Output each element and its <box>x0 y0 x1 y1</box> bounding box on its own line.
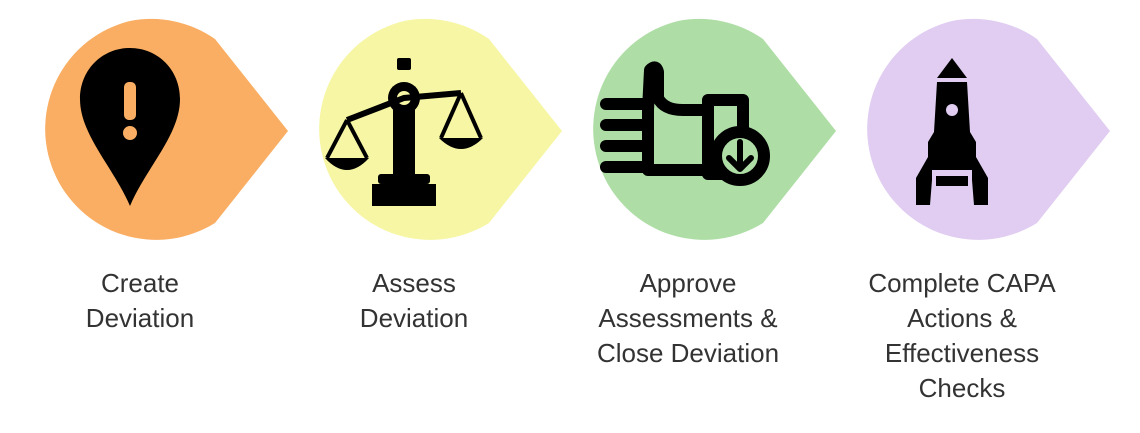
map-pin-exclamation-icon <box>80 48 180 206</box>
step-complete-capa: Complete CAPA Actions & Effectiveness Ch… <box>842 0 1132 433</box>
step-label-line: Close Deviation <box>596 338 780 368</box>
balance-scale-icon <box>325 58 483 206</box>
step-label-line: Assessments & <box>598 303 778 333</box>
rocket-icon <box>916 58 988 205</box>
step-shape-complete <box>867 18 1110 240</box>
step-label-complete: Complete CAPA Actions & Effectiveness Ch… <box>832 266 1092 406</box>
step-label-line: Create <box>100 268 180 298</box>
step-label-line: Checks <box>918 373 1006 403</box>
step-label-assess: Assess Deviation <box>294 266 534 336</box>
step-create-deviation: Create Deviation <box>20 0 310 433</box>
step-label-create: Create Deviation <box>20 266 260 336</box>
step-assess-deviation: Assess Deviation <box>294 0 584 433</box>
step-label-line: Complete CAPA <box>868 268 1056 298</box>
step-label-line: Effectiveness <box>884 338 1040 368</box>
step-label-line: Actions & <box>907 303 1017 333</box>
step-shape-assess <box>319 18 562 240</box>
thumbs-up-download-icon <box>600 61 770 186</box>
step-shape-approve <box>593 18 836 240</box>
step-label-line: Approve <box>639 268 737 298</box>
step-label-line: Assess <box>372 268 456 298</box>
step-approve-close: Approve Assessments & Close Deviation <box>568 0 858 433</box>
step-label-line: Deviation <box>359 303 469 333</box>
step-label-line: Deviation <box>85 303 195 333</box>
step-label-approve: Approve Assessments & Close Deviation <box>556 266 820 371</box>
step-shape-create <box>45 18 289 240</box>
